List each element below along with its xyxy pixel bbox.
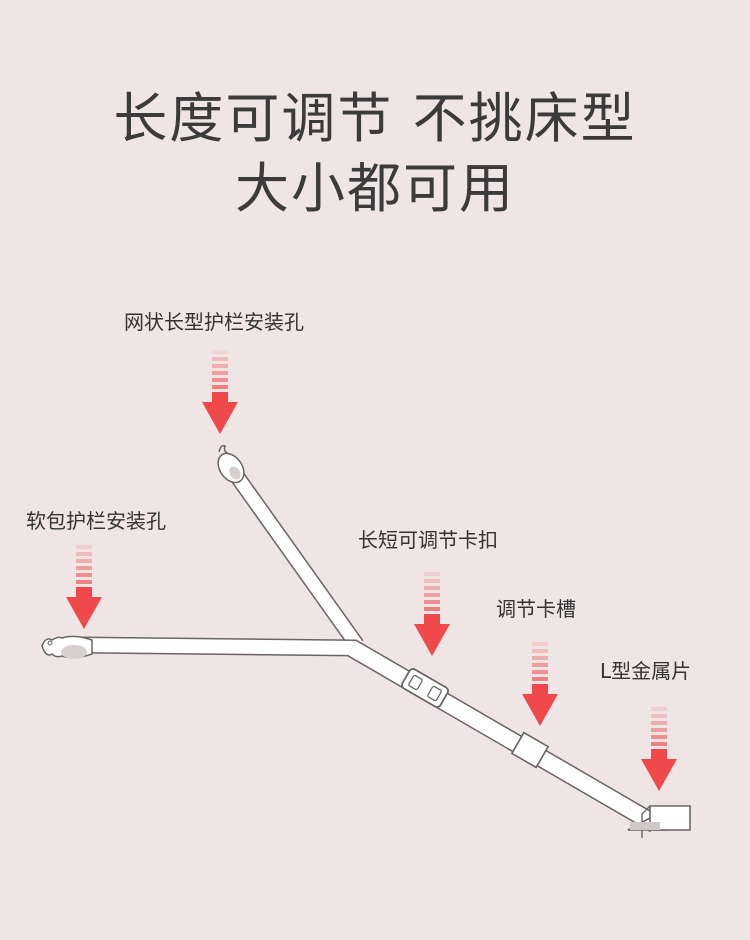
buckle-icon [401,668,449,708]
mesh-hole-end-icon [217,444,245,484]
down-arrow-icon [641,707,677,791]
strap-main [347,639,660,833]
label-mesh-guardrail-hole: 网状长型护栏安装孔 [124,310,304,334]
down-arrow-icon [414,572,450,656]
soft-hole-end-icon [41,635,93,659]
down-arrow-icon [522,642,558,726]
label-length-buckle: 长短可调节卡扣 [358,528,498,552]
l-bracket-icon [627,805,691,838]
label-adjust-slot: 调节卡槽 [496,597,576,621]
strap-left [79,636,358,657]
headline-line-2: 大小都可用 [235,157,515,220]
label-soft-guardrail-hole: 软包护栏安装孔 [26,509,166,533]
down-arrow-icon [66,545,102,629]
adjust-slot-band [510,731,550,769]
down-arrow-icon [202,350,238,434]
headline-line-1: 长度可调节 不挑床型 [113,87,637,150]
label-l-metal-plate: L型金属片 [600,659,692,683]
strap-upper [229,470,364,650]
